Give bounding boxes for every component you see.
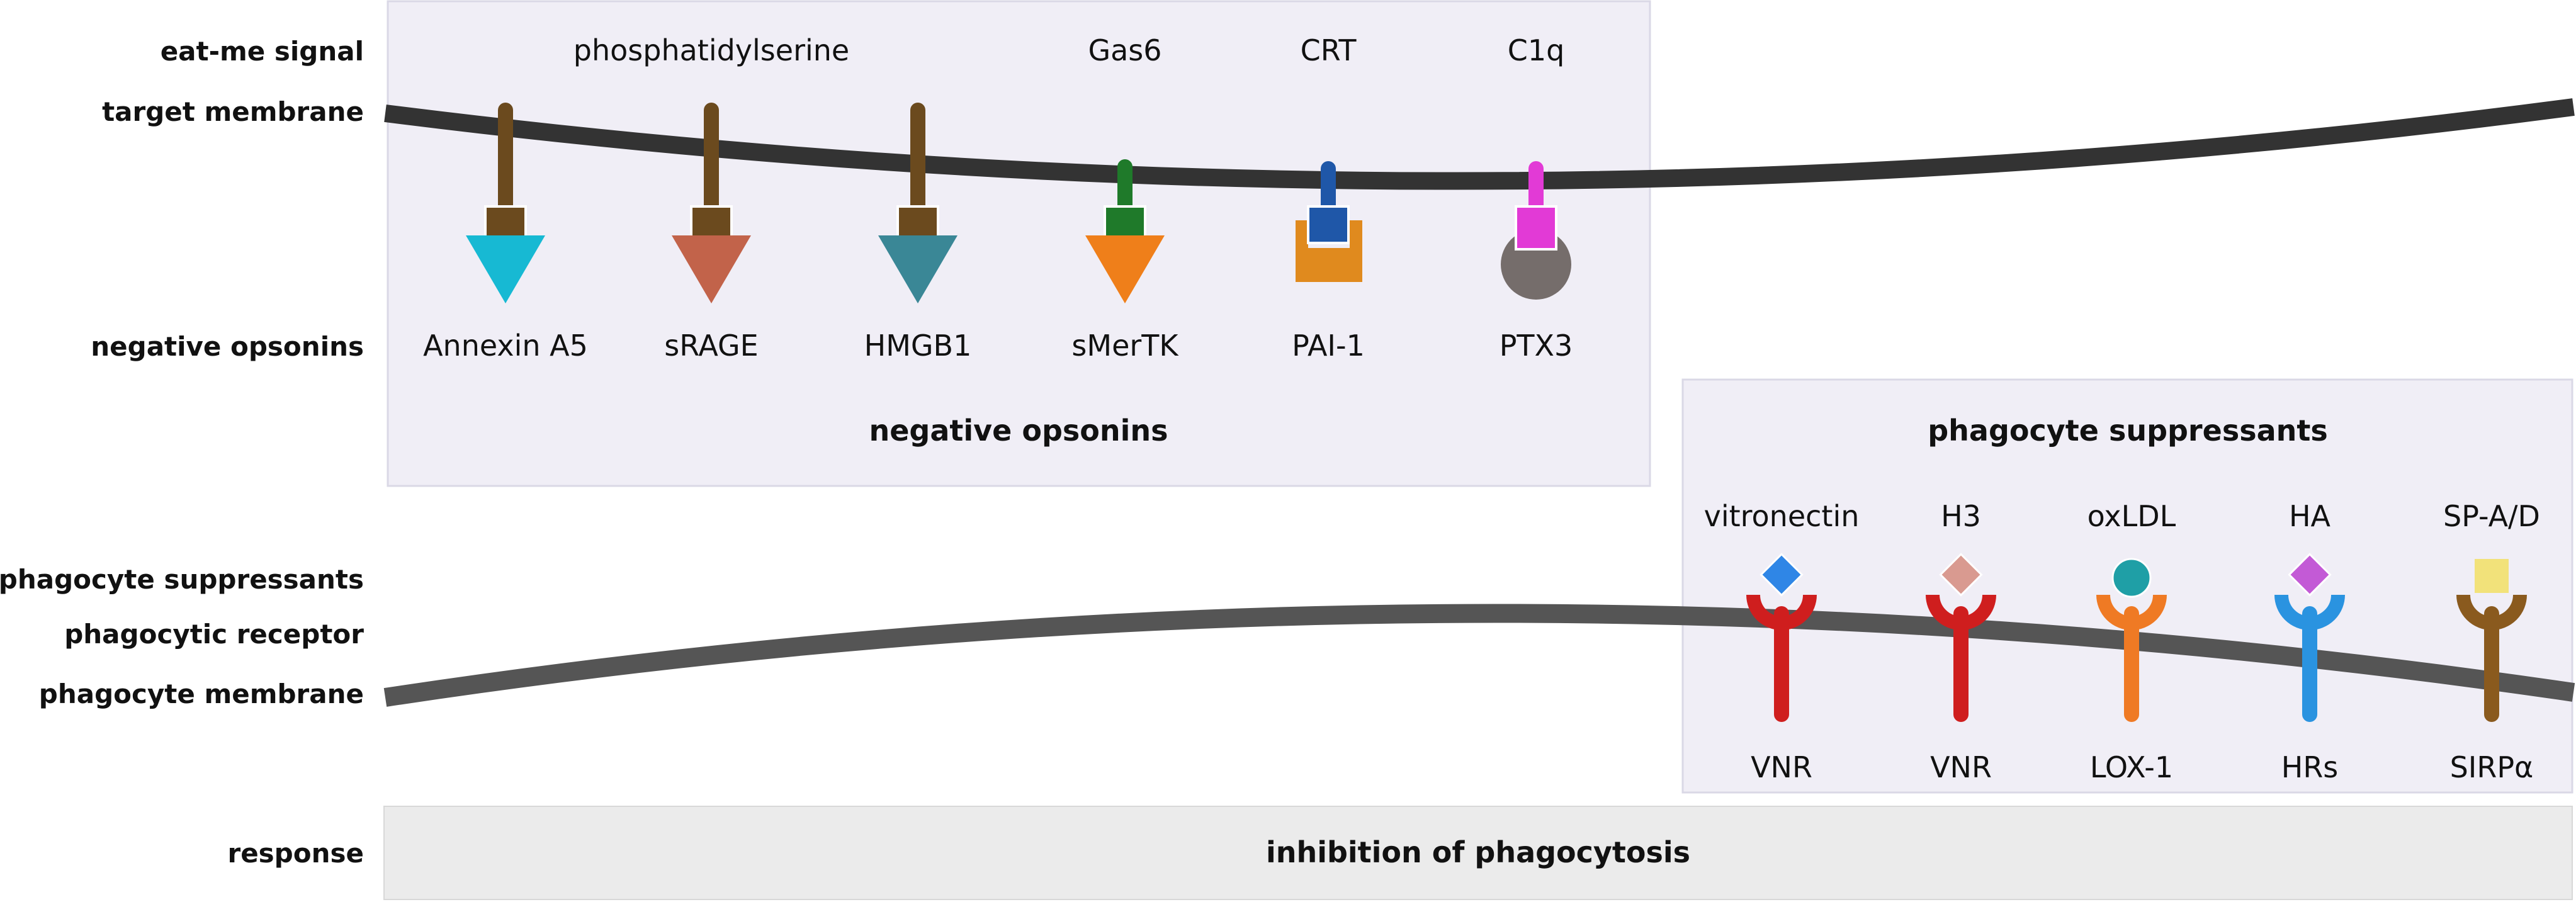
opsonin-block bbox=[484, 205, 527, 239]
ligand-label-vitronectin: vitronectin bbox=[1704, 499, 1860, 533]
receptor-cup bbox=[2456, 594, 2527, 630]
row-label-response: response bbox=[227, 838, 364, 869]
receptor-cup bbox=[1746, 594, 1817, 630]
ligand-label-h3: H3 bbox=[1941, 499, 1981, 533]
negative-opsonins-panel bbox=[387, 0, 1651, 487]
response-text: inhibition of phagocytosis bbox=[1266, 835, 1690, 869]
response-bar bbox=[383, 806, 2573, 900]
receptor-label-vnr: VNR bbox=[1930, 750, 1992, 784]
ligand-label-sp-a-d: SP-A/D bbox=[2443, 499, 2540, 533]
signal-label-gas6: Gas6 bbox=[1088, 33, 1161, 67]
target-membrane bbox=[384, 98, 2575, 190]
h3-diamond-icon bbox=[1939, 553, 1983, 597]
signal-label-crt: CRT bbox=[1301, 33, 1357, 67]
smertk-triangle-icon bbox=[1085, 235, 1165, 303]
opsonin-block bbox=[1515, 205, 1557, 251]
row-label-negative-opsonins: negative opsonins bbox=[91, 331, 364, 362]
ha-diamond-icon bbox=[2288, 553, 2332, 597]
opsonin-label-srage: sRAGE bbox=[664, 329, 758, 363]
receptor-cup bbox=[2096, 594, 2167, 630]
row-label-target-membrane: target membrane bbox=[102, 96, 364, 127]
opsonin-label-smertk: sMerTK bbox=[1071, 329, 1179, 363]
signal-label-c1q: C1q bbox=[1508, 33, 1565, 67]
sp-a-d-square-icon bbox=[2475, 559, 2509, 593]
phagocyte-suppressants-panel-title: phagocyte suppressants bbox=[1928, 414, 2328, 448]
receptor-label-sirpa: SIRPα bbox=[2450, 750, 2534, 784]
opsonin-group bbox=[466, 103, 1571, 303]
annexin-a5-triangle-icon bbox=[466, 235, 545, 303]
signal-label-phosphatidylserine: phosphatidylserine bbox=[573, 33, 849, 67]
opsonin-block bbox=[896, 205, 939, 239]
hmgb1-triangle-icon bbox=[878, 235, 958, 303]
negative-opsonins-panel-title: negative opsonins bbox=[869, 414, 1168, 448]
phagocyte-membrane bbox=[383, 604, 2575, 707]
row-label-eat-me-signal: eat-me signal bbox=[161, 36, 364, 67]
row-label-phagocyte-membrane: phagocyte membrane bbox=[39, 679, 364, 709]
ligand-label-oxldl: oxLDL bbox=[2087, 499, 2176, 533]
row-label-phagocytic-receptor: phagocytic receptor bbox=[64, 619, 364, 650]
receptor-cup bbox=[2274, 594, 2345, 630]
opsonin-block bbox=[690, 205, 733, 239]
receptor-label-hrs: HRs bbox=[2281, 750, 2339, 784]
opsonin-label-hmgb1: HMGB1 bbox=[864, 329, 972, 363]
vitronectin-diamond-icon bbox=[1760, 553, 1804, 597]
opsonin-label-pai-1: PAI-1 bbox=[1292, 329, 1365, 363]
oxldl-circle-icon bbox=[2111, 558, 2152, 598]
ligand-label-ha: HA bbox=[2289, 499, 2331, 533]
receptor-cup bbox=[1926, 594, 1996, 630]
opsonin-block bbox=[1104, 205, 1146, 239]
receptor-label-lox-1: LOX-1 bbox=[2090, 750, 2173, 784]
opsonin-label-ptx3: PTX3 bbox=[1500, 329, 1573, 363]
row-label-phagocyte-suppressants: phagocyte suppressants bbox=[0, 564, 364, 595]
opsonin-label-annexin-a5: Annexin A5 bbox=[423, 329, 588, 363]
srage-triangle-icon bbox=[672, 235, 751, 303]
receptor-group bbox=[1746, 553, 2527, 722]
receptor-label-vnr: VNR bbox=[1751, 750, 1812, 784]
opsonin-block bbox=[1307, 205, 1350, 244]
